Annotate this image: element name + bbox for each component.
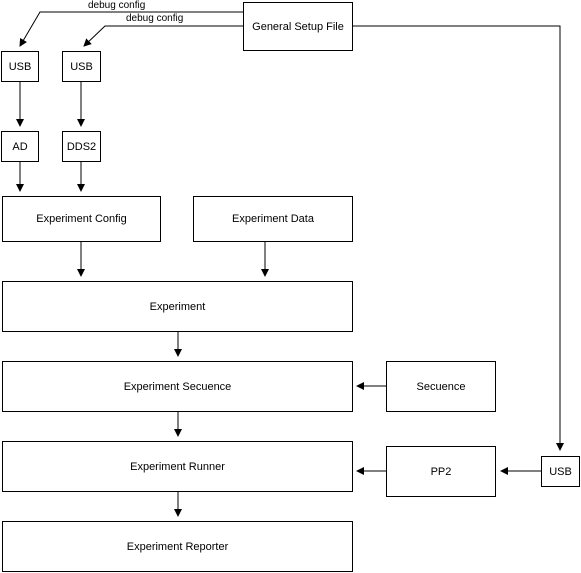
edge-label-debug-config-2: debug config: [126, 13, 184, 24]
node-experiment-data[interactable]: Experiment Data: [193, 196, 353, 242]
node-label: USB: [8, 60, 32, 73]
node-usb-left[interactable]: USB: [1, 51, 39, 82]
node-label: Experiment Secuence: [123, 380, 232, 393]
node-label: Secuence: [416, 380, 466, 393]
node-label: Experiment Data: [232, 213, 314, 225]
node-label: USB: [549, 465, 572, 478]
node-experiment-secuence[interactable]: Experiment Secuence: [2, 361, 353, 412]
node-label: DDS2: [66, 140, 97, 153]
node-experiment[interactable]: Experiment: [2, 281, 353, 332]
edge-setup-to-usb-mid: [83, 25, 243, 47]
node-experiment-runner[interactable]: Experiment Runner: [2, 441, 353, 492]
node-label: PP2: [430, 465, 452, 478]
node-label: General Setup File: [252, 20, 344, 33]
node-experiment-config[interactable]: Experiment Config: [2, 196, 161, 242]
node-label: Experiment Runner: [130, 460, 225, 473]
edge-setup-to-usb-left: [19, 11, 243, 47]
node-label: Experiment: [149, 300, 206, 313]
edge-label-debug-config-1: debug config: [88, 0, 146, 11]
node-ad[interactable]: AD: [1, 131, 39, 162]
node-label: AD: [12, 140, 28, 153]
node-label: USB: [70, 60, 93, 73]
node-usb-mid[interactable]: USB: [62, 51, 101, 82]
node-usb-right[interactable]: USB: [541, 456, 580, 487]
node-secuence[interactable]: Secuence: [386, 361, 496, 412]
edge-setup-to-usb-right: [352, 25, 564, 451]
node-general-setup-file[interactable]: General Setup File: [243, 2, 353, 51]
node-label: Experiment Config: [36, 213, 127, 225]
node-experiment-reporter[interactable]: Experiment Reporter: [2, 521, 353, 572]
node-dds2[interactable]: DDS2: [62, 131, 101, 162]
node-pp2[interactable]: PP2: [386, 446, 496, 497]
node-label: Experiment Reporter: [126, 540, 229, 553]
